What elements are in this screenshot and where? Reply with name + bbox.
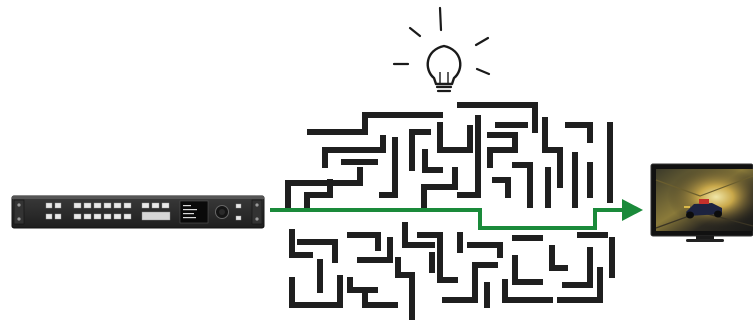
input-button [114,203,121,208]
light-ray [477,69,489,74]
bulb-glass [428,46,461,84]
device-display [180,201,208,223]
input-button [84,203,91,208]
device-button [55,214,61,219]
input-button [94,214,101,219]
maze-wall [470,245,500,255]
device-button [152,203,159,208]
input-button [124,214,131,219]
input-button [74,203,81,208]
maze-wall [515,258,540,282]
lightbulb-icon [394,8,489,91]
device-knob-center [219,209,225,215]
maze-wall [495,180,508,195]
input-button [104,214,111,219]
device-button [162,203,169,208]
display-line [183,205,191,206]
input-button [114,214,121,219]
maze-wall [440,125,470,150]
maze-wall [398,260,412,318]
tv-monitor-icon [651,164,753,242]
maze-wall [420,235,455,280]
maze-wall [425,152,440,170]
display-line [183,217,196,218]
maze-wall [515,165,530,205]
device-top-edge [12,196,264,199]
maze-wall [490,135,515,165]
light-ray [410,28,420,36]
maze-wall [365,292,395,305]
light-ray [440,8,441,30]
rack-screw [17,217,20,220]
input-button [94,203,101,208]
device-button [46,203,52,208]
signal-path-line [270,210,622,228]
maze-wall [350,235,378,248]
input-button [124,203,131,208]
rack-screw [255,217,258,220]
maze-wall [552,248,565,268]
arrow-right-icon [622,199,643,221]
device-button [236,204,241,208]
rack-screw [255,203,258,206]
bulb-filament [440,72,448,84]
maze-wall [350,280,375,290]
input-button [84,214,91,219]
light-ray [476,38,488,45]
device-button [236,216,241,220]
signal-path [270,199,643,228]
maze-wall [288,170,360,205]
device-button [46,214,52,219]
device-button [142,203,149,208]
maze-wall [424,170,455,205]
display-line [183,213,194,214]
device-button [55,203,61,208]
display-line [183,209,197,210]
video-processor-device [12,196,264,228]
model-badge [142,212,170,220]
tv-stand-base [686,239,724,242]
maze-wall [292,278,340,305]
rack-screw [17,203,20,206]
maze-wall [568,125,590,140]
input-button [104,203,111,208]
input-button [74,214,81,219]
maze-wall [565,250,590,285]
